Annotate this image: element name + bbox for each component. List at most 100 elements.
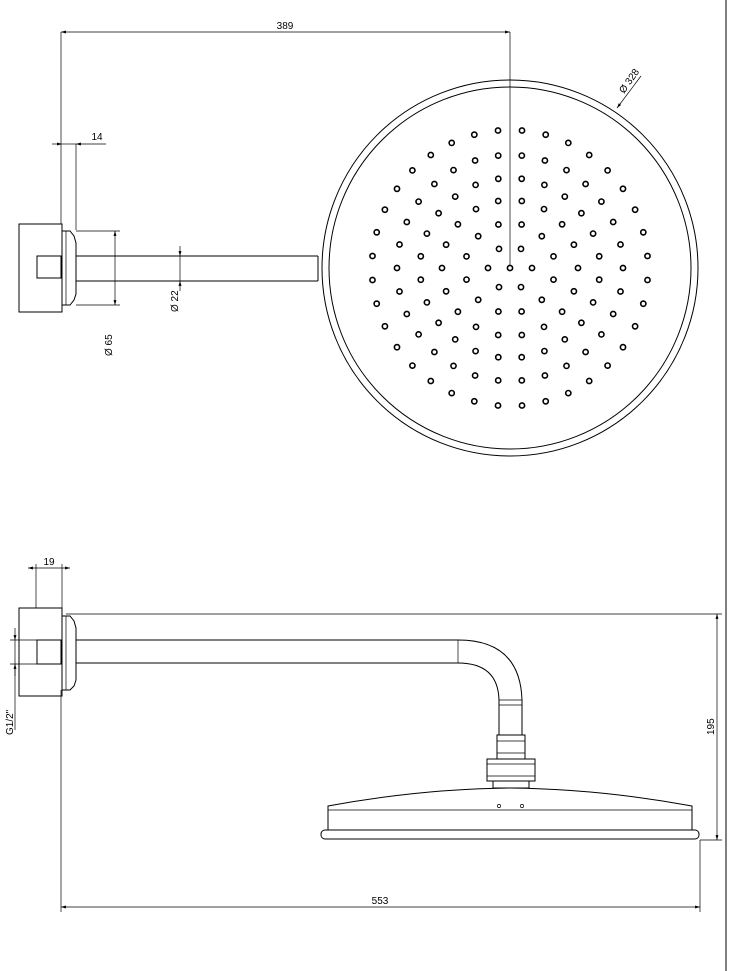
- nozzle: [495, 283, 503, 291]
- nozzle: [518, 353, 526, 361]
- nozzle: [430, 348, 438, 356]
- wall-section-top: [18, 223, 63, 313]
- nozzle: [644, 276, 651, 284]
- nozzle: [564, 389, 572, 397]
- wall-socket-side: [36, 639, 62, 665]
- nozzle: [542, 131, 550, 139]
- nozzle: [563, 362, 570, 370]
- nozzle: [518, 152, 526, 159]
- nozzle: [442, 287, 450, 295]
- nozzle: [598, 198, 605, 205]
- dim-arm-diameter: Ø 22: [170, 290, 181, 312]
- nozzle: [494, 353, 502, 361]
- nozzle: [396, 241, 403, 248]
- nozzle: [470, 397, 478, 405]
- nozzle: [541, 347, 548, 355]
- nozzle: [435, 319, 442, 327]
- nozzle: [595, 252, 603, 260]
- nozzle: [585, 151, 593, 159]
- nozzle: [578, 209, 585, 217]
- nozzle: [550, 252, 557, 260]
- nozzle: [415, 330, 422, 338]
- side-view: 19 G1/2" 195 553: [5, 557, 722, 912]
- nozzle: [408, 362, 416, 369]
- nozzle: [393, 264, 401, 272]
- wall-section-side: [18, 607, 63, 697]
- nozzle: [609, 218, 617, 226]
- nozzle: [451, 335, 459, 343]
- nozzle: [369, 276, 376, 284]
- nozzle: [619, 264, 627, 272]
- nozzle: [518, 175, 526, 183]
- dim-drop-height: 195: [706, 718, 717, 735]
- nozzle: [631, 322, 639, 330]
- nozzle: [609, 310, 617, 318]
- nozzle: [494, 221, 502, 228]
- nozzle: [472, 347, 479, 355]
- nozzle: [494, 197, 502, 205]
- nozzle: [639, 228, 647, 236]
- flange-top: [61, 230, 77, 306]
- nozzle: [463, 252, 470, 260]
- nozzle: [396, 288, 403, 295]
- nozzle: [506, 264, 514, 272]
- shower-head-rim: [320, 829, 700, 840]
- nozzle: [430, 180, 438, 188]
- nozzle: [373, 228, 381, 236]
- nozzle: [494, 175, 502, 183]
- nozzle: [381, 322, 389, 330]
- nozzle: [578, 319, 585, 327]
- nozzle: [570, 287, 578, 295]
- top-view: 389 Ø 328 14 Ø 22 Ø 65: [18, 21, 699, 457]
- nozzle: [589, 230, 597, 237]
- nozzle: [427, 151, 435, 159]
- nozzle: [617, 241, 624, 248]
- nozzle: [541, 372, 549, 379]
- nozzle: [494, 127, 502, 134]
- nozzle: [542, 397, 550, 405]
- nozzle: [631, 206, 639, 214]
- nozzle: [561, 193, 569, 200]
- nozzle: [582, 180, 589, 188]
- nozzle: [403, 218, 411, 226]
- nozzle: [558, 308, 566, 316]
- nozzle: [474, 296, 482, 304]
- nozzle: [585, 377, 593, 385]
- nozzle: [619, 343, 627, 351]
- nozzle: [518, 376, 526, 384]
- nozzle: [448, 139, 456, 147]
- nozzle: [438, 264, 446, 272]
- nozzle: [619, 185, 627, 193]
- nozzle: [528, 264, 536, 272]
- nozzle: [518, 221, 525, 228]
- nozzle: [538, 296, 546, 304]
- dim-thread: G1/2": [5, 709, 16, 735]
- nozzle: [463, 276, 470, 283]
- nozzle: [604, 166, 611, 174]
- nozzle: [494, 308, 502, 315]
- nozzle: [373, 300, 381, 308]
- nozzle: [550, 276, 557, 283]
- nozzle: [427, 377, 435, 385]
- nozzle: [558, 220, 566, 228]
- wall-socket-top: [36, 255, 62, 279]
- nozzle: [541, 181, 548, 189]
- dim-flange-thickness: 14: [91, 132, 103, 143]
- nozzle: [415, 198, 422, 205]
- nozzle: [454, 308, 462, 316]
- nozzle: [518, 331, 526, 339]
- nozzle: [564, 139, 572, 147]
- nozzle: [518, 127, 526, 134]
- dim-total-length: 553: [372, 896, 389, 907]
- nozzle: [589, 298, 597, 306]
- nozzle: [517, 245, 525, 253]
- nozzle: [474, 232, 482, 240]
- nozzle: [471, 372, 479, 379]
- nozzle-array: [369, 127, 651, 409]
- nozzle: [540, 205, 548, 213]
- nozzle: [518, 402, 526, 409]
- nozzle: [570, 241, 578, 249]
- nozzle: [495, 245, 503, 253]
- nozzle: [408, 166, 416, 174]
